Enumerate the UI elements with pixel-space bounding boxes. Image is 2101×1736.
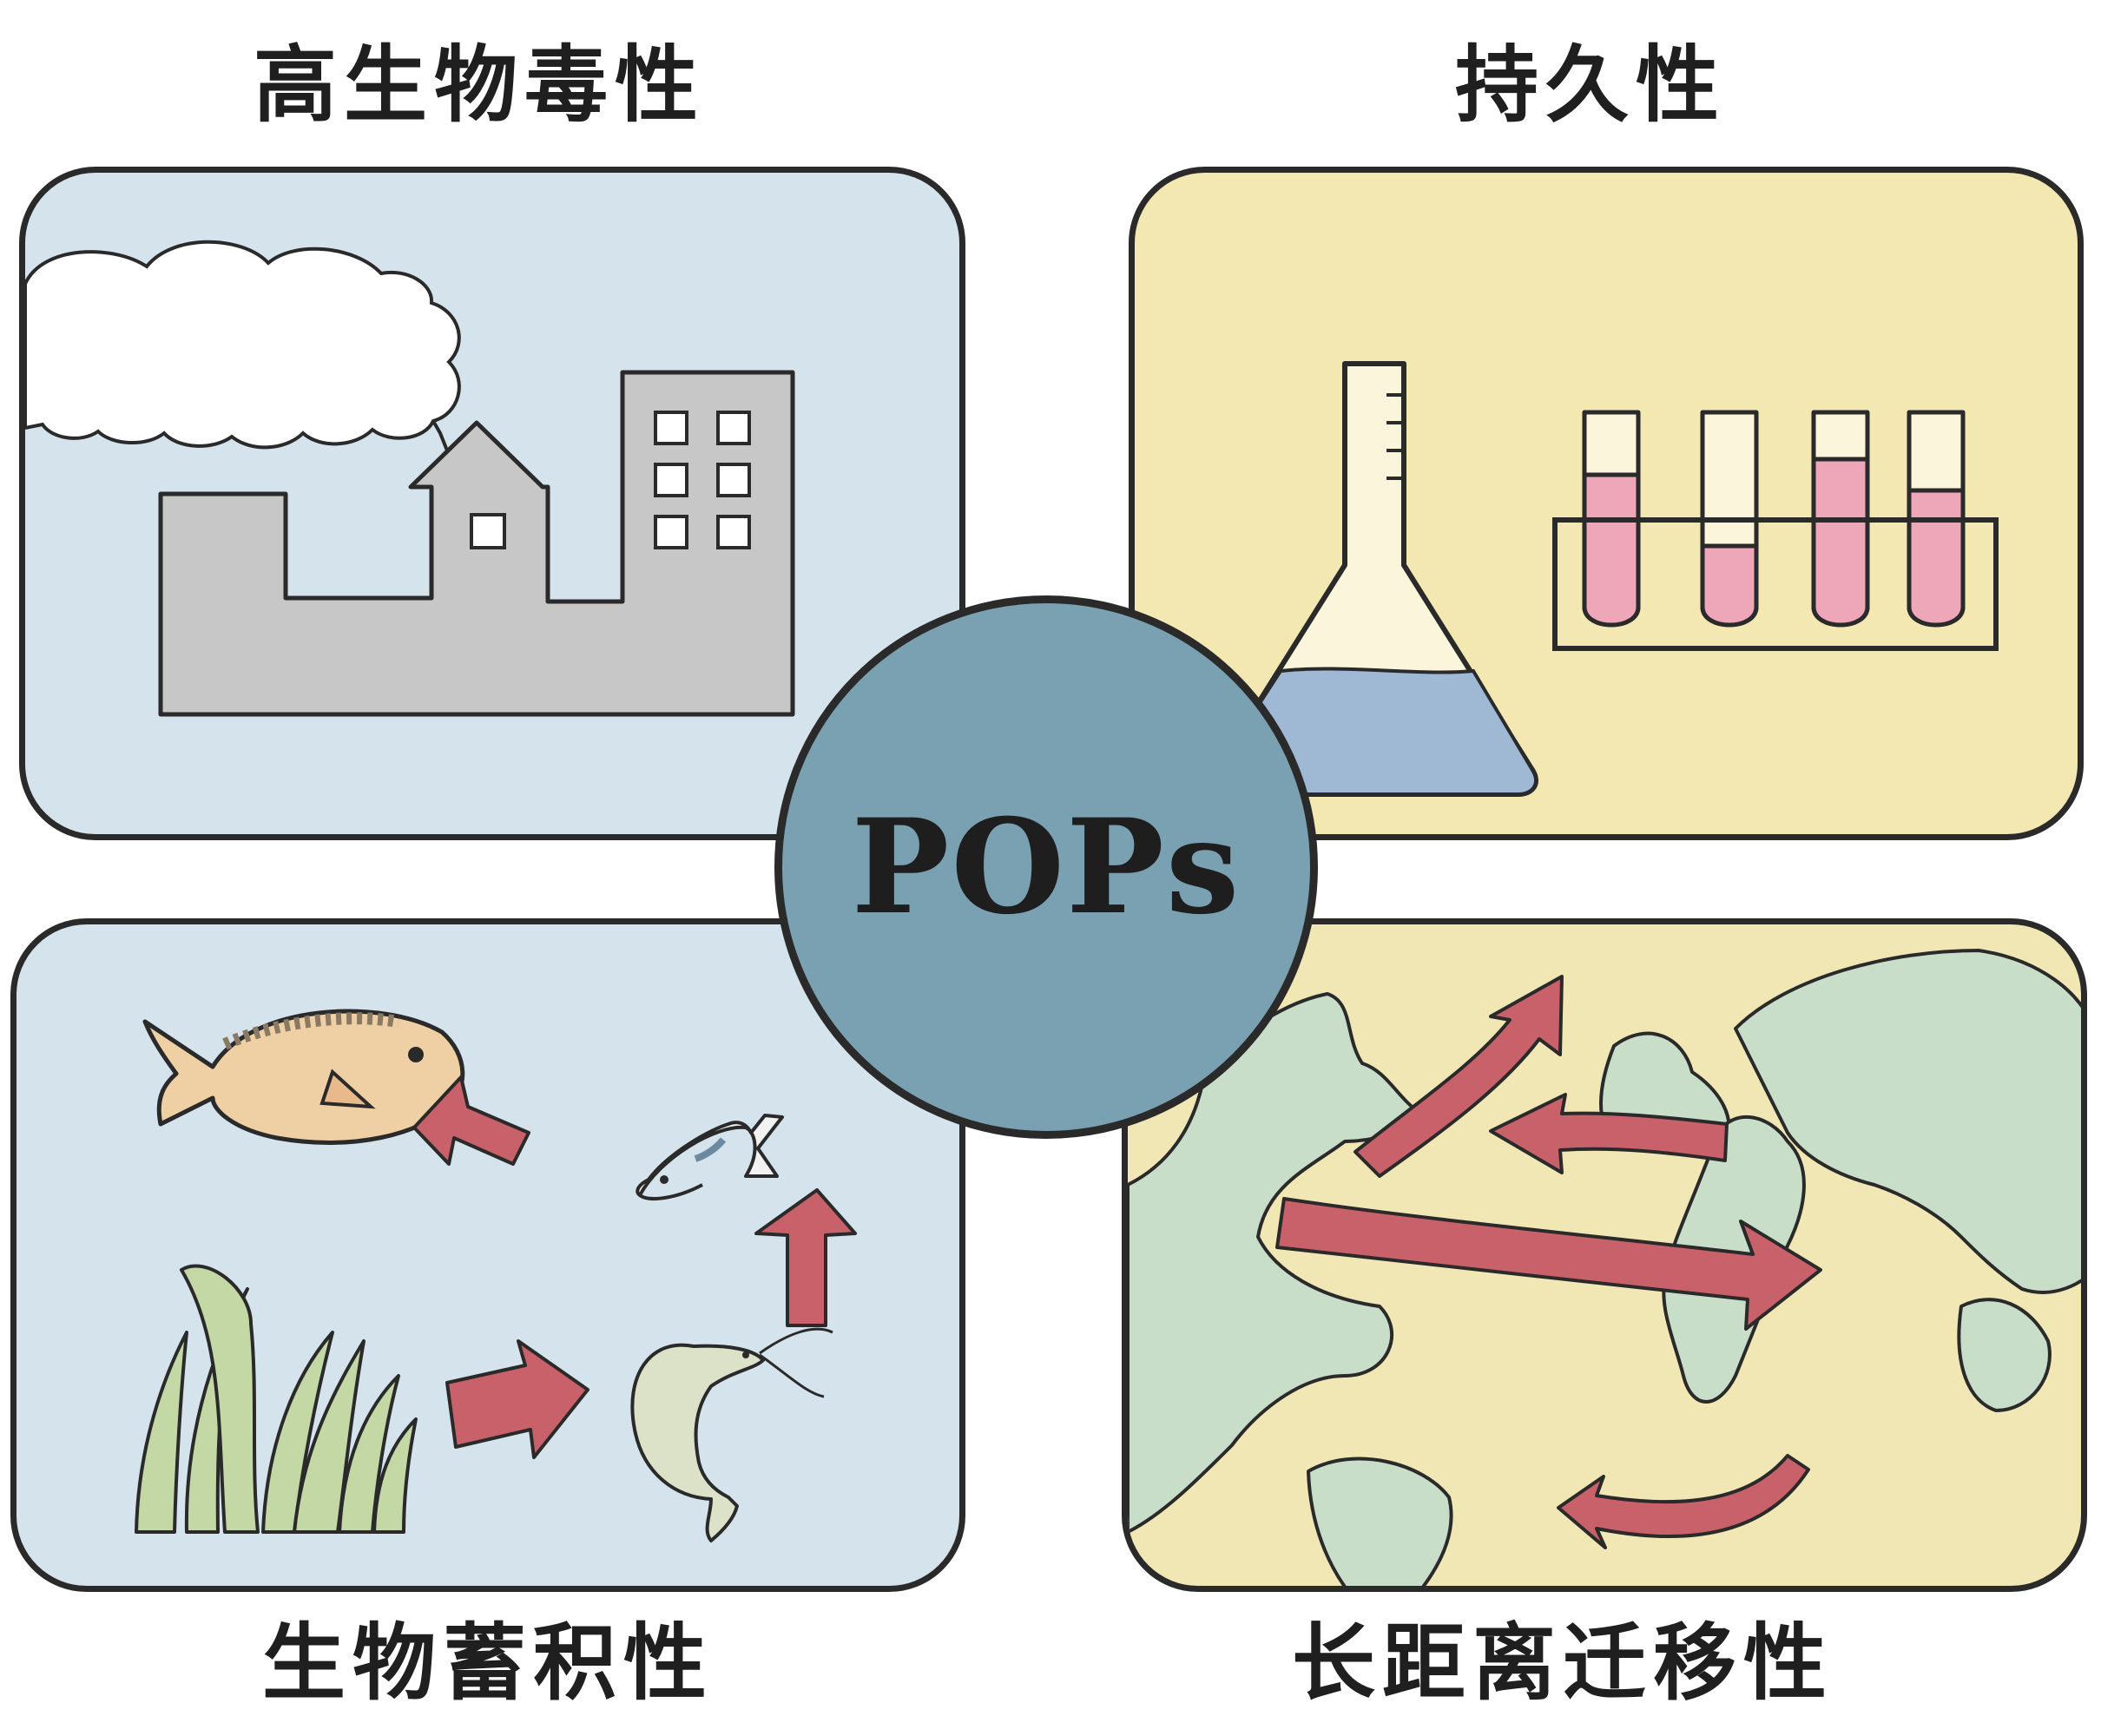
label-persistence: 持久性 (1455, 36, 1726, 134)
food-chain-arrow-icon (412, 1075, 857, 1459)
test-tube-rack-icon (1552, 410, 1999, 651)
panel-bioaccumulation (10, 918, 965, 1592)
smoke-cloud-icon (25, 240, 461, 460)
pops-center-label: POPs (851, 791, 1242, 944)
panel-persistence (1129, 167, 2084, 840)
big-fish-icon (142, 1009, 465, 1145)
label-high-biotoxicity: 高生物毒性 (254, 36, 705, 134)
world-map-icon (1128, 949, 2081, 1586)
pops-center-circle: POPs (774, 595, 1318, 1139)
shrimp-icon (630, 1327, 833, 1542)
small-fish-icon (636, 1114, 784, 1200)
panel-high-biotoxicity (19, 167, 965, 840)
seaweed-icon (135, 1264, 418, 1534)
label-bioaccumulation: 生物蓄积性 (262, 1614, 714, 1712)
migration-arrow-icon (1275, 975, 1822, 1549)
factory-icon (158, 370, 795, 717)
label-long-range-transport: 长距离迁移性 (1292, 1614, 1834, 1712)
panel-long-range-transport (1122, 918, 2087, 1592)
